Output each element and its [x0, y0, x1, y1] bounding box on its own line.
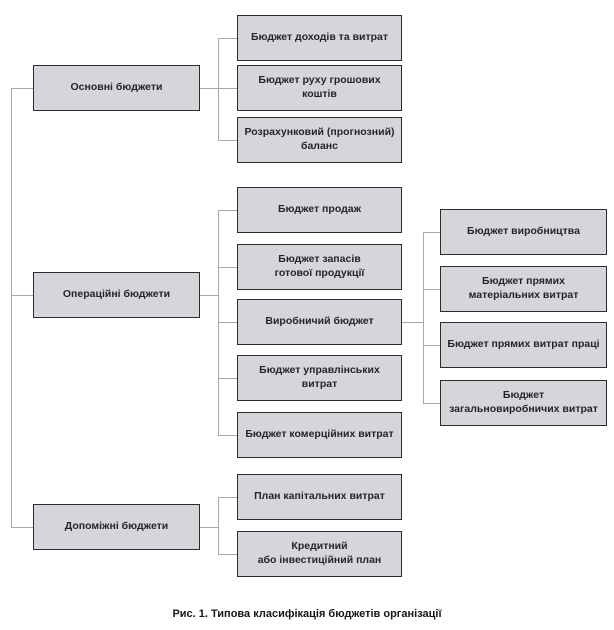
- node-auxiliary-budgets: Допоміжні бюджети: [33, 504, 200, 550]
- connector-stub-direct-materials: [423, 289, 440, 290]
- node-credit-investment-plan: Кредитний або інвестиційний план: [237, 531, 402, 577]
- connector-stub-operational-budgets: [11, 295, 33, 296]
- node-operational-budgets: Операційні бюджети: [33, 272, 200, 318]
- node-overhead-budget: Бюджет загальновиробничих витрат: [440, 380, 607, 426]
- connector-stub-administrative: [218, 378, 237, 379]
- connector-stub-income-expense: [218, 38, 237, 39]
- connector-stub-commercial: [218, 435, 237, 436]
- connector-trunk-production-sub: [402, 322, 423, 323]
- node-finished-goods-inventory-budget: Бюджет запасів готової продукції: [237, 244, 402, 290]
- connector-stub-manufacturing: [423, 232, 440, 233]
- connector-stub-main-budgets: [11, 88, 33, 89]
- node-administrative-expenses-budget: Бюджет управлінських витрат: [237, 355, 402, 401]
- connector-stub-capex-plan: [218, 497, 237, 498]
- node-forecast-balance: Розрахунковий (прогнозний) баланс: [237, 117, 402, 163]
- connector-stub-sales: [218, 210, 237, 211]
- node-commercial-expenses-budget: Бюджет комерційних витрат: [237, 412, 402, 458]
- node-manufacturing-budget: Бюджет виробництва: [440, 209, 607, 255]
- connector-vertical-main: [218, 38, 219, 141]
- connector-stub-credit-plan: [218, 554, 237, 555]
- connector-left-spine: [11, 88, 12, 528]
- connector-vertical-production-sub: [423, 232, 424, 404]
- node-income-expense-budget: Бюджет доходів та витрат: [237, 15, 402, 61]
- node-direct-materials-budget: Бюджет прямих матеріальних витрат: [440, 266, 607, 312]
- connector-stub-direct-labor: [423, 345, 440, 346]
- node-cash-flow-budget: Бюджет руху грошових коштів: [237, 65, 402, 111]
- connector-stub-auxiliary-budgets: [11, 527, 33, 528]
- connector-trunk-operational: [200, 295, 218, 296]
- connector-stub-production: [218, 322, 237, 323]
- node-capital-expenditures-plan: План капітальних витрат: [237, 474, 402, 520]
- connector-vertical-operational: [218, 210, 219, 436]
- connector-vertical-auxiliary: [218, 497, 219, 555]
- connector-trunk-auxiliary: [200, 527, 218, 528]
- node-sales-budget: Бюджет продаж: [237, 187, 402, 233]
- connector-stub-inventory: [218, 267, 237, 268]
- node-production-budget: Виробничий бюджет: [237, 299, 402, 345]
- connector-stub-overhead: [423, 403, 440, 404]
- node-main-budgets: Основні бюджети: [33, 65, 200, 111]
- node-direct-labor-budget: Бюджет прямих витрат праці: [440, 322, 607, 368]
- figure-caption: Рис. 1. Типова класифікація бюджетів орг…: [172, 608, 442, 620]
- connector-stub-forecast-balance: [218, 140, 237, 141]
